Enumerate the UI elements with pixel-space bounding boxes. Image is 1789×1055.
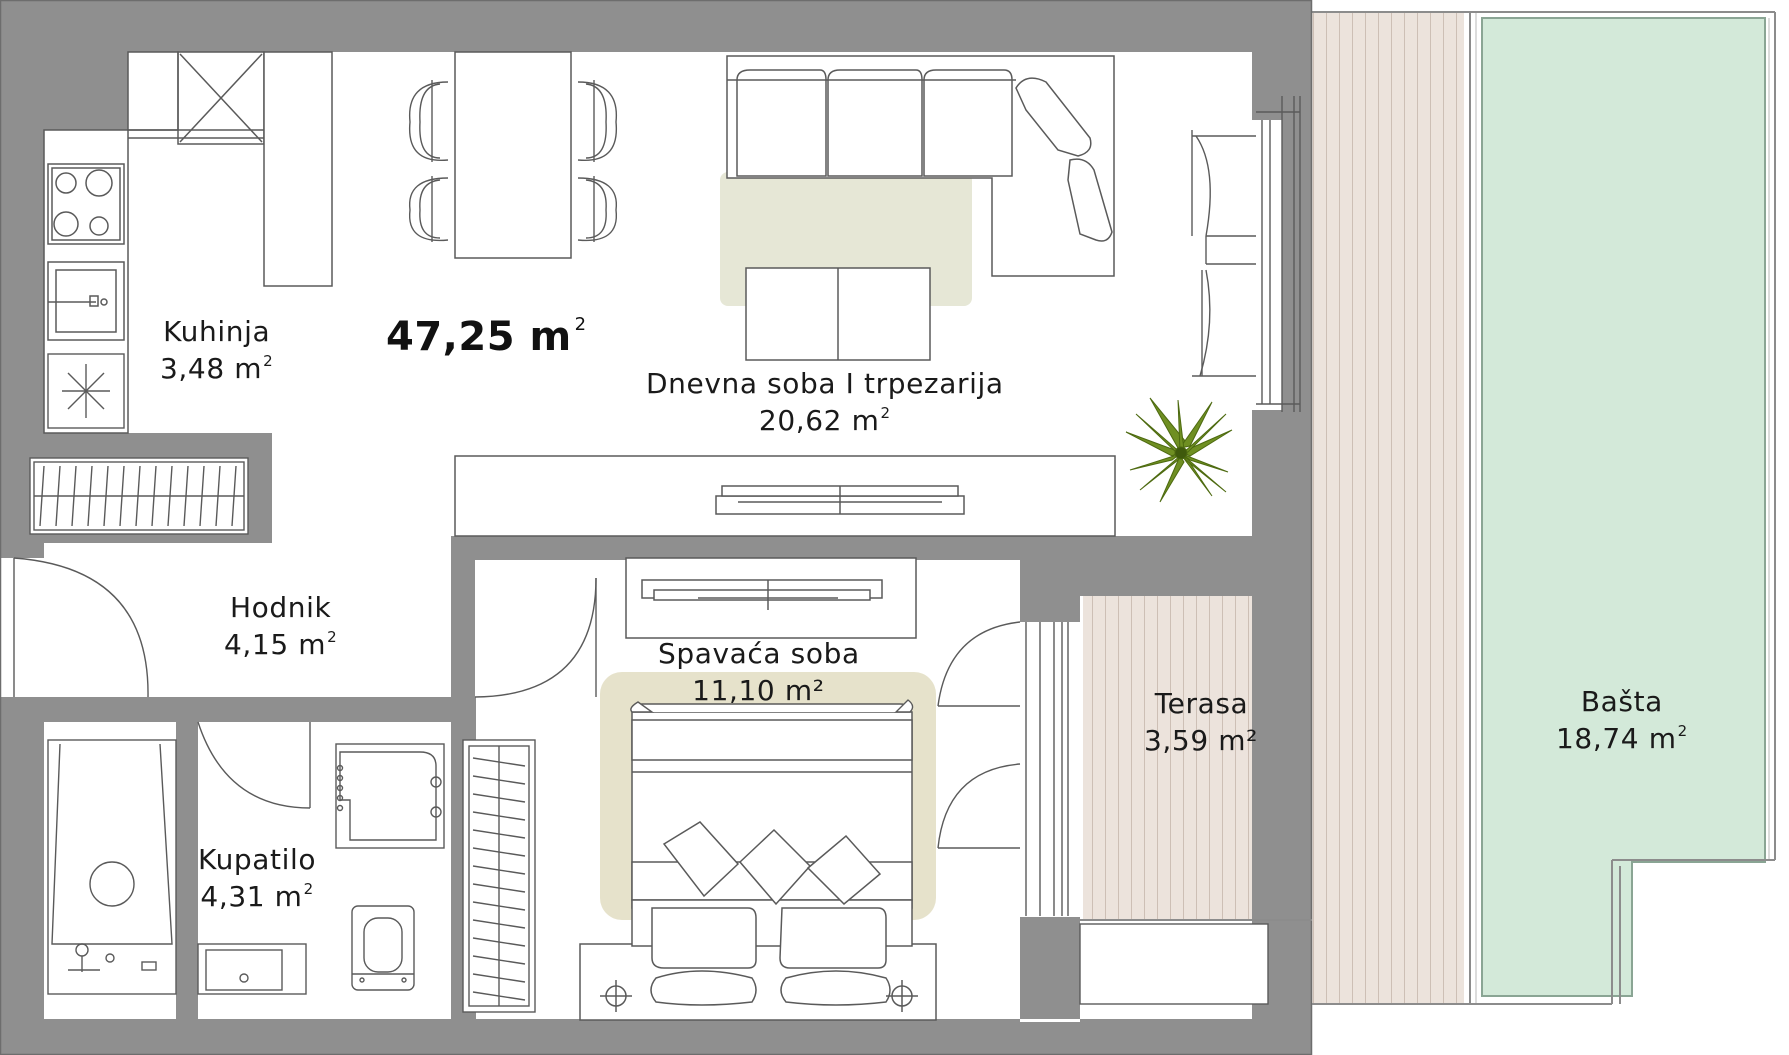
hall-door: [474, 577, 597, 698]
total-area-unit: m: [529, 314, 572, 360]
freezer-icon: [47, 353, 125, 429]
room-name: Terasa: [1154, 687, 1249, 720]
room-label-kupatilo: Kupatilo 4,31 m2: [198, 842, 316, 916]
plant-icon: [1125, 397, 1233, 503]
room-name: Dnevna soba I trpezarija: [646, 367, 1004, 400]
room-name: Spavaća soba: [658, 637, 860, 670]
garden-border: [1476, 859, 1775, 1005]
room-area: 18,74 m2: [1556, 721, 1688, 755]
total-area-value: 47,25: [386, 314, 516, 360]
sofa: [726, 55, 1115, 277]
coffee-table: [745, 267, 931, 361]
deck-edges: [1080, 919, 1470, 1005]
total-area-exp: 2: [574, 314, 587, 335]
room-area: 11,10 m²: [692, 673, 825, 707]
room-label-hodnik: Hodnik 4,15 m2: [224, 590, 337, 664]
dining-table: [454, 51, 572, 259]
tv-cabinet: [454, 455, 1116, 537]
shower-cabinet: [335, 743, 445, 849]
room-label-dnevna: Dnevna soba I trpezarija 20,62 m2: [646, 366, 1004, 440]
room-label-terasa: Terasa 3,59 m²: [1144, 686, 1259, 760]
room-area: 4,15 m2: [224, 627, 338, 661]
deck-strip: [1312, 12, 1464, 1004]
bedroom-wardrobe: [462, 739, 536, 1013]
bathtub: [47, 739, 177, 995]
room-name: Hodnik: [230, 591, 332, 624]
room-name: Kupatilo: [198, 843, 317, 876]
garden-area: [1481, 17, 1766, 997]
room-label-kuhinja: Kuhinja 3,48 m2: [160, 314, 273, 388]
bath-sink: [197, 943, 307, 995]
bathroom-door: [197, 721, 311, 809]
balcony-doors: [1191, 96, 1301, 412]
room-label-spavaca: Spavaća soba 11,10 m²: [658, 636, 860, 710]
terrace-planter: [1079, 923, 1269, 1005]
room-area: 3,48 m2: [160, 351, 274, 385]
sink-icon: [47, 261, 125, 341]
room-area: 4,31 m2: [200, 879, 314, 913]
toilet-icon: [351, 905, 415, 991]
bed-headpillows: [630, 699, 914, 713]
stove-icon: [47, 163, 125, 245]
bed: [579, 703, 937, 1021]
dining-chairs: [408, 80, 618, 242]
bedroom-tv: [625, 557, 917, 639]
room-area: 20,62 m2: [758, 403, 891, 437]
room-label-basta: Bašta 18,74 m2: [1556, 684, 1688, 758]
room-name: Bašta: [1580, 685, 1663, 718]
room-area: 3,59 m²: [1144, 723, 1258, 757]
bedroom-terrace-door: [937, 621, 1069, 916]
room-name: Kuhinja: [163, 315, 271, 348]
hall-wardrobe: [29, 457, 249, 535]
entry-door: [13, 557, 149, 698]
